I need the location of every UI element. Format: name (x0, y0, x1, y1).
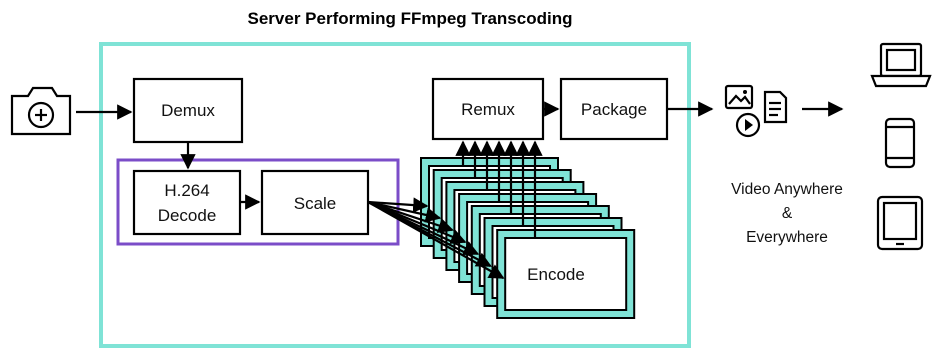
server-boundary (99, 42, 691, 348)
demux-label: Demux (161, 101, 215, 120)
encoders-to-remux-arrows (455, 140, 543, 238)
diagram-title: Server Performing FFmpeg Transcoding (248, 9, 573, 28)
scale-to-encoder-arrow (367, 201, 505, 279)
scale-to-encoders-arrows (367, 197, 505, 279)
media-bundle-icon (724, 84, 788, 138)
phone-icon (884, 117, 916, 169)
output-caption-line2: & (782, 205, 793, 222)
laptop-icon (870, 42, 932, 88)
decode-scale-group (116, 158, 400, 246)
output-caption-line3: Everywhere (746, 229, 828, 246)
encode-label: Encode (527, 265, 585, 284)
scale-label: Scale (294, 194, 337, 213)
encoder-instance (496, 229, 636, 319)
decode-label-line1: H.264 (164, 181, 209, 200)
package-label: Package (581, 100, 647, 119)
scale-node: Scale (260, 169, 370, 236)
scale-to-encoder-arrow (367, 200, 442, 223)
camera-icon (10, 86, 72, 136)
scale-to-encoder-arrow (367, 197, 429, 213)
output-caption-line1: Video Anywhere (731, 181, 843, 198)
decode-label-line2: Decode (158, 206, 217, 225)
demux-node: Demux (132, 77, 244, 144)
remux-node: Remux (431, 77, 545, 141)
package-node: Package (559, 77, 669, 141)
decode-node: H.264 Decode (132, 169, 242, 236)
remux-label: Remux (461, 100, 515, 119)
tablet-icon (876, 195, 924, 251)
